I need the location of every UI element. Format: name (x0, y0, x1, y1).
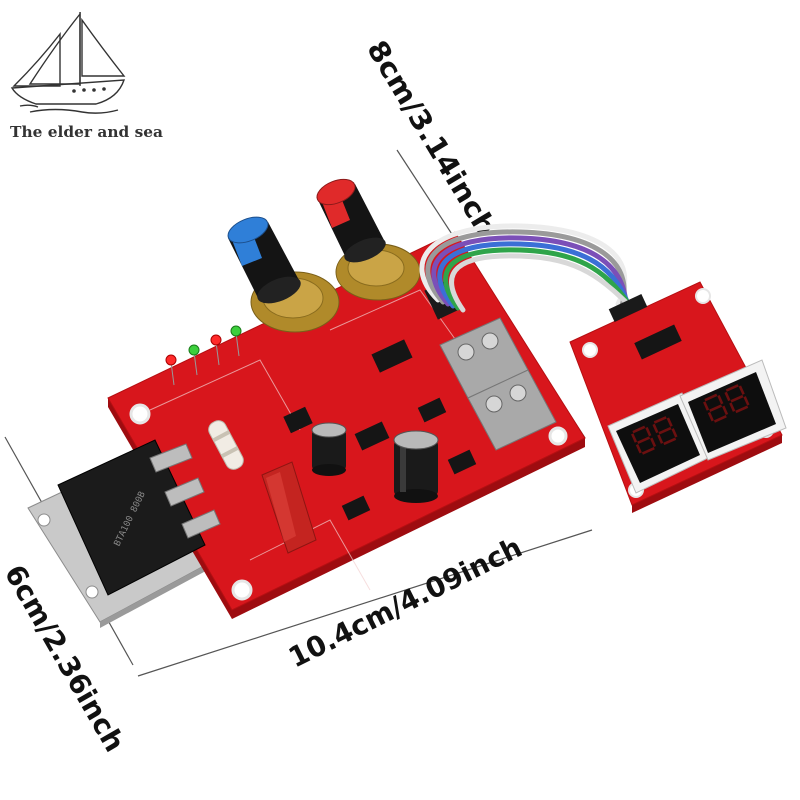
pcb-edge-right (232, 438, 585, 619)
led-leg (215, 341, 220, 366)
cable-wire (437, 241, 633, 313)
display-pcb-edge (632, 435, 782, 513)
cable-wire (419, 223, 628, 307)
led-leg (170, 361, 175, 386)
indicator-leds (165, 325, 242, 386)
power-resistor (208, 420, 244, 470)
length-dimension-line (137, 529, 593, 677)
heatsink-hole (85, 585, 99, 599)
terminal-screw (509, 384, 527, 402)
blue-knob-potentiometer (227, 216, 340, 333)
ribbon-cable (419, 223, 641, 317)
mounting-hole (548, 426, 568, 446)
cable-wire (431, 235, 629, 311)
triac-legs (149, 443, 221, 539)
green-led (230, 325, 242, 337)
cable-wire (449, 253, 641, 317)
cable-wire (425, 229, 627, 309)
cable-wire (443, 247, 637, 315)
led-leg (235, 332, 240, 357)
logo-text: The elder and sea (10, 123, 163, 141)
mounting-hole (129, 403, 151, 425)
film-capacitor-highlight (266, 472, 296, 542)
sailboat-icon (10, 12, 126, 114)
ic-chips (283, 339, 477, 521)
ic-chip (447, 449, 477, 475)
knob-collar (257, 276, 301, 304)
electrolytic-capacitor-small (311, 422, 347, 476)
silkscreen-trace (329, 289, 471, 361)
mounting-hole (582, 342, 598, 358)
seven-segment-display (688, 372, 776, 453)
ic-chip (417, 397, 447, 423)
red-led (165, 354, 177, 366)
silkscreen-trace (249, 519, 371, 591)
green-led (188, 344, 200, 356)
triac-body (57, 439, 206, 596)
ic-chip (341, 495, 371, 521)
silkscreen-trace (149, 359, 301, 431)
terminal-screw (485, 395, 503, 413)
mounting-hole (231, 579, 253, 601)
ic-chip (354, 421, 390, 451)
mounting-hole (695, 288, 711, 304)
red-knob-potentiometer (316, 178, 421, 301)
seven-segment-display (616, 404, 700, 483)
display-pin-header (608, 294, 648, 322)
terminal-screw (457, 343, 475, 361)
ic-chip (283, 406, 313, 434)
brand-logo: The elder and sea (10, 12, 163, 141)
knob-collar (344, 237, 386, 263)
screw-terminal-blocks (439, 317, 557, 451)
display-driver-ic (634, 324, 682, 360)
terminal-screw (481, 332, 499, 350)
blue-knob-cap (227, 216, 269, 244)
electrolytic-capacitor-large (393, 430, 439, 503)
main-control-board: BTA100 800B (27, 178, 586, 628)
ic-chip (371, 339, 413, 373)
display-module (569, 281, 787, 513)
red-led (210, 334, 222, 346)
heatsink-hole (37, 513, 51, 527)
heatsink-edge (100, 560, 215, 628)
led-leg (193, 351, 198, 376)
terminal-block (467, 369, 557, 451)
height-dimension-label: 8cm/3.14inch (360, 35, 503, 242)
red-knob-cap (316, 178, 356, 206)
